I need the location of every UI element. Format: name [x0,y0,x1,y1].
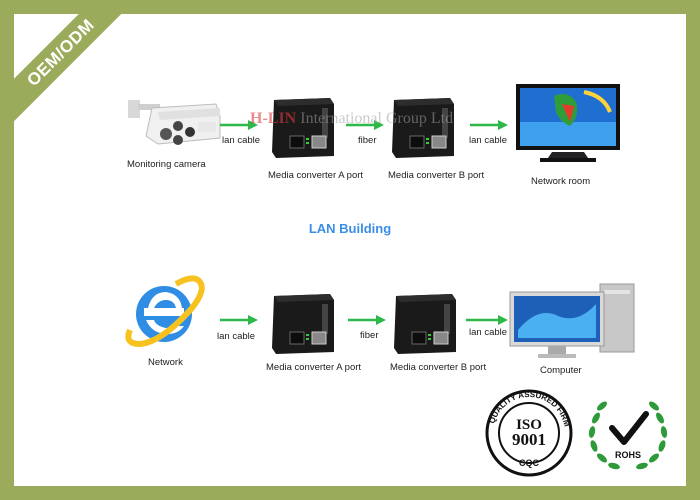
media-converter-b [390,96,458,162]
network-room-label: Network room [531,176,591,187]
iso-number: 9001 [512,430,546,449]
arrow-icon [466,314,508,326]
arrow-icon [220,119,258,131]
lan-cable-label: lan cable [222,135,261,146]
arrow-icon [470,119,508,131]
watermark: H-LIN International Group Ltd [250,110,453,128]
camera-icon [124,96,224,163]
arrow-icon [220,314,258,326]
computer-label: Computer [540,365,582,376]
watermark-text: International Group Ltd [296,110,454,127]
content-panel: OEM/ODM Monitoring camera lan cable M [14,14,686,486]
cqc-text: CQC [519,458,540,468]
converter-b-label: Media converter B port [390,362,487,373]
arrow-icon [346,119,384,131]
fiber-label: fiber [360,330,379,341]
iso-text: ISO [516,417,542,433]
camera-label: Monitoring camera [127,159,206,170]
rohs-badge: ROHS [580,388,676,483]
converter-b-label: Media converter B port [388,170,485,181]
lan-cable-label: lan cable [217,331,256,342]
converter-a-label: Media converter A port [268,170,364,181]
media-converter-a [270,292,338,358]
media-converter-a [270,96,338,162]
media-converter-b [392,292,460,358]
watermark-brand: H-LIN [250,110,297,127]
section-title: LAN Building [308,221,392,236]
rohs-text: ROHS [615,450,641,460]
fiber-label: fiber [358,135,377,146]
converter-a-label: Media converter A port [266,362,362,373]
internet-explorer-icon [122,270,206,359]
network-label: Network [148,357,183,368]
lan-cable-label: lan cable [469,327,508,338]
arrow-icon [348,314,386,326]
lan-cable-label: lan cable [469,135,508,146]
iso-9001-badge: QUALITY ASSURED FIRM ISO 9001 CQC [484,388,574,483]
monitor-icon [514,82,622,175]
oem-odm-ribbon: OEM/ODM [14,14,132,124]
computer-icon [508,282,638,367]
